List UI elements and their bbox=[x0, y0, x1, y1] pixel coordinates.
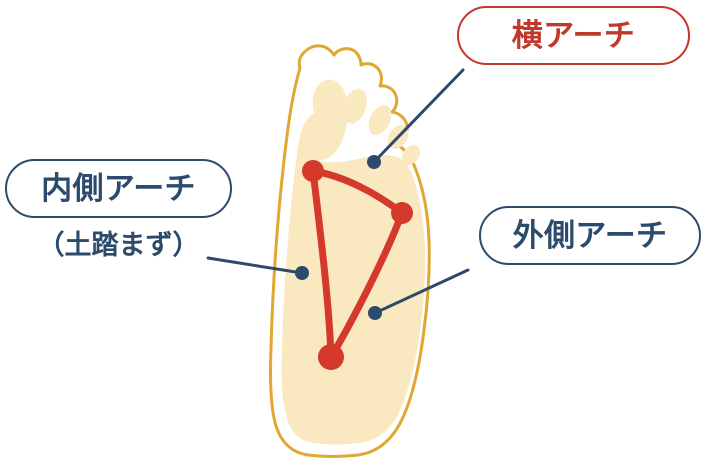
label-transverse-arch-text: 横アーチ bbox=[511, 18, 636, 53]
lateral-arch-leader-dot bbox=[368, 306, 382, 320]
leader-lines-group bbox=[206, 68, 470, 315]
label-lateral-arch-text: 外側アーチ bbox=[512, 218, 668, 253]
fifth-metatarsal-head-dot bbox=[391, 202, 413, 224]
foot-outer-contour bbox=[268, 44, 431, 458]
foot-outline-group bbox=[268, 44, 431, 458]
first-metatarsal-head-dot bbox=[302, 160, 324, 182]
toe-pad-3 bbox=[368, 104, 392, 136]
toe-pad-5 bbox=[401, 145, 421, 165]
arch-marker-dots-group bbox=[302, 160, 413, 370]
heel-calcaneus-dot bbox=[318, 344, 344, 370]
lateral-arch-leader-line bbox=[373, 268, 470, 315]
label-medial-arch-text: 内側アーチ bbox=[41, 171, 196, 206]
leader-dots-group bbox=[295, 155, 382, 320]
medial-arch-leader-dot bbox=[295, 266, 309, 280]
transverse-arch-leader-dot bbox=[367, 155, 381, 169]
lateral-arch-line bbox=[327, 209, 406, 361]
transverse-arch-leader-line bbox=[372, 68, 465, 164]
medial-arch-line bbox=[309, 167, 335, 361]
toe-pad-2 bbox=[343, 88, 367, 124]
label-transverse-arch[interactable]: 横アーチ bbox=[457, 6, 690, 65]
label-medial-arch-subtitle: （土踏まず） bbox=[37, 230, 200, 260]
label-medial-arch[interactable]: 内側アーチ bbox=[5, 159, 232, 218]
label-lateral-arch[interactable]: 外側アーチ bbox=[479, 206, 701, 265]
medial-arch-leader-line bbox=[206, 256, 304, 275]
